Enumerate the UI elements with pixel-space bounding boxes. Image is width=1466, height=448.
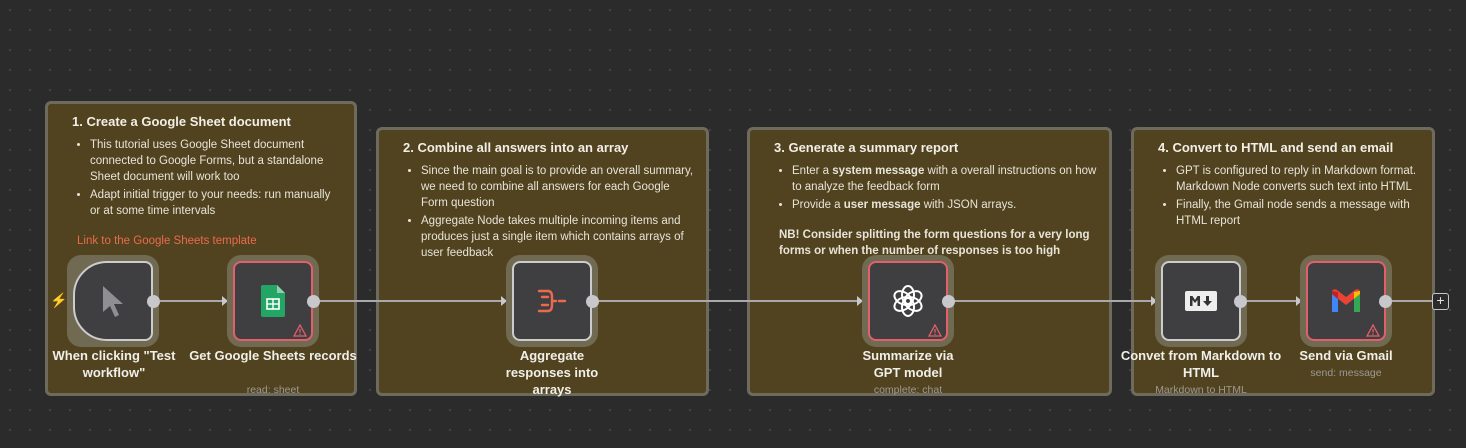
arrow-icon xyxy=(222,296,228,306)
warning-icon[interactable] xyxy=(293,324,307,337)
node-label: When clicking "Test workflow" xyxy=(52,348,176,380)
sticky-bullet: Since the main goal is to provide an ove… xyxy=(421,163,694,211)
node-google-sheets[interactable] xyxy=(227,255,319,347)
sticky-bullet: Enter a system message with a overall in… xyxy=(792,163,1097,195)
node-body[interactable] xyxy=(233,261,313,341)
node-label: Get Google Sheets records xyxy=(189,348,357,363)
node-label: Summarize via GPT model xyxy=(862,348,954,380)
output-port[interactable] xyxy=(942,295,955,308)
add-node-button[interactable]: + xyxy=(1432,293,1449,310)
sticky-bullet: Provide a user message with JSON arrays. xyxy=(792,197,1097,213)
trigger-bolt-icon: ⚡ xyxy=(50,292,68,308)
google-sheets-icon xyxy=(261,285,285,317)
text: with a overall instructions on how to an… xyxy=(792,165,1097,193)
connection[interactable] xyxy=(160,300,227,302)
node-subtitle: send: message xyxy=(1310,367,1382,379)
sticky-bullet: Finally, the Gmail node sends a message … xyxy=(1176,197,1420,229)
node-label: Aggregate responses into arrays xyxy=(505,348,599,397)
node-manual-trigger[interactable] xyxy=(67,255,159,347)
text: with JSON arrays. xyxy=(920,199,1017,211)
connection[interactable] xyxy=(1246,300,1300,302)
arrow-icon xyxy=(501,296,507,306)
node-body[interactable] xyxy=(512,261,592,341)
output-port[interactable] xyxy=(147,295,160,308)
sticky-title: 1. Create a Google Sheet document xyxy=(72,114,291,129)
sticky-bullet: Aggregate Node takes multiple incoming i… xyxy=(421,213,694,261)
node-gmail[interactable] xyxy=(1300,255,1392,347)
node-subtitle: read: sheet xyxy=(246,384,300,396)
node-body[interactable] xyxy=(868,261,948,341)
aggregate-icon xyxy=(537,289,567,313)
markdown-icon xyxy=(1185,291,1217,311)
cursor-icon xyxy=(103,286,123,317)
node-subtitle: Markdown to HTML xyxy=(1155,384,1247,396)
node-body[interactable] xyxy=(1306,261,1386,341)
text: Provide a xyxy=(792,199,844,211)
node-body[interactable] xyxy=(73,261,153,341)
arrow-icon xyxy=(1151,296,1157,306)
output-port[interactable] xyxy=(1234,295,1247,308)
node-label: Convet from Markdown to HTML xyxy=(1120,348,1282,380)
warning-icon[interactable] xyxy=(1366,324,1380,337)
sticky-bullet: GPT is configured to reply in Markdown f… xyxy=(1176,163,1420,195)
arrow-icon xyxy=(857,296,863,306)
openai-icon xyxy=(893,285,923,317)
node-subtitle: complete: chat xyxy=(873,384,943,396)
node-openai[interactable] xyxy=(862,255,954,347)
node-markdown[interactable] xyxy=(1155,255,1247,347)
bold-text: system message xyxy=(832,165,925,177)
arrow-icon xyxy=(1296,296,1302,306)
output-port[interactable] xyxy=(1379,295,1392,308)
sticky-title: 2. Combine all answers into an array xyxy=(403,140,629,155)
output-port[interactable] xyxy=(586,295,599,308)
node-aggregate[interactable] xyxy=(506,255,598,347)
connection[interactable] xyxy=(1391,300,1433,302)
warning-icon[interactable] xyxy=(928,324,942,337)
nb-note: NB! Consider splitting the form question… xyxy=(779,229,1090,257)
node-body[interactable] xyxy=(1161,261,1241,341)
sticky-title: 3. Generate a summary report xyxy=(774,140,959,155)
sticky-title: 4. Convert to HTML and send an email xyxy=(1158,140,1394,155)
bold-text: user message xyxy=(843,199,921,211)
sticky-bullet: This tutorial uses Google Sheet document… xyxy=(90,137,342,185)
node-label: Send via Gmail xyxy=(1299,348,1393,363)
connection[interactable] xyxy=(954,300,1155,302)
text: Enter a xyxy=(792,165,833,177)
connection[interactable] xyxy=(597,300,861,302)
google-sheets-template-link[interactable]: Link to the Google Sheets template xyxy=(77,235,257,247)
sticky-bullet: Adapt initial trigger to your needs: run… xyxy=(90,187,342,219)
connection[interactable] xyxy=(319,300,506,302)
output-port[interactable] xyxy=(307,295,320,308)
gmail-icon xyxy=(1332,289,1360,312)
plus-icon: + xyxy=(1436,292,1445,308)
